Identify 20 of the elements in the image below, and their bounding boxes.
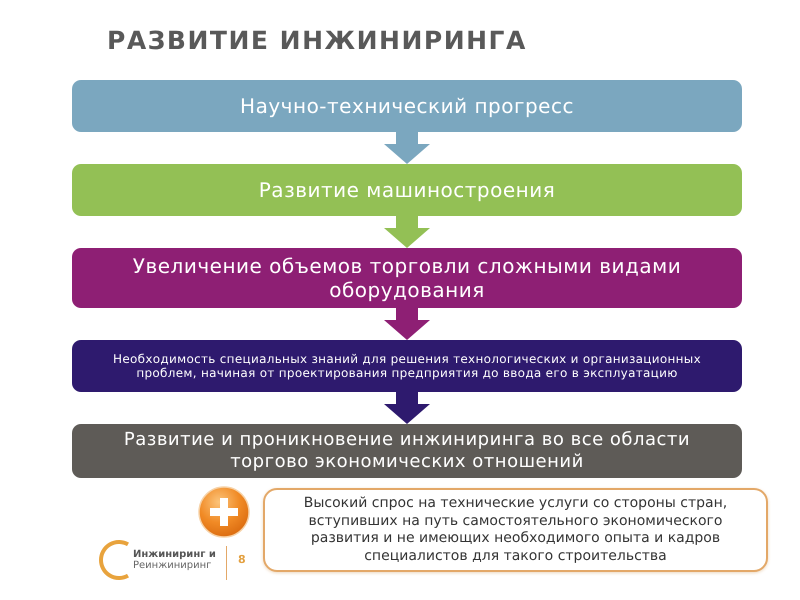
arrow (384, 392, 430, 424)
footer-title: Инжиниринг и (133, 549, 216, 560)
arrow (384, 216, 430, 248)
process-box (72, 164, 742, 216)
arrow (384, 132, 430, 164)
step-text: Необходимость специальных знаний для решения технологических и организационных проблем, начиная от проектирования предприятия до ввода его в эксплуатацию (112, 352, 702, 380)
note-box (263, 488, 768, 572)
title: РАЗВИТИЕ ИНЖИНИРИНГА (107, 25, 527, 57)
footer-title: Реинжиниринг (133, 560, 212, 571)
step-text: Увеличение объемов торговли сложными видами оборудования (132, 254, 682, 302)
process-box (72, 424, 742, 478)
process-box (72, 248, 742, 308)
arrow (384, 308, 430, 340)
step-text: Развитие машиностроения (258, 178, 556, 202)
step-text: Развитие и проникновение инжиниринга во все области торгово экономических отношений (122, 429, 692, 473)
page-number: 8 (238, 553, 246, 567)
process-box (72, 340, 742, 392)
process-box (72, 80, 742, 132)
step-text: Научно-технический прогресс (240, 94, 574, 118)
note-text: Высокий спрос на технические услуги со стороны стран, вступивших на путь самостоятельного экономического развития и не имеющих необходимого опыта и кадров специалистов для такого строительства (302, 495, 728, 565)
